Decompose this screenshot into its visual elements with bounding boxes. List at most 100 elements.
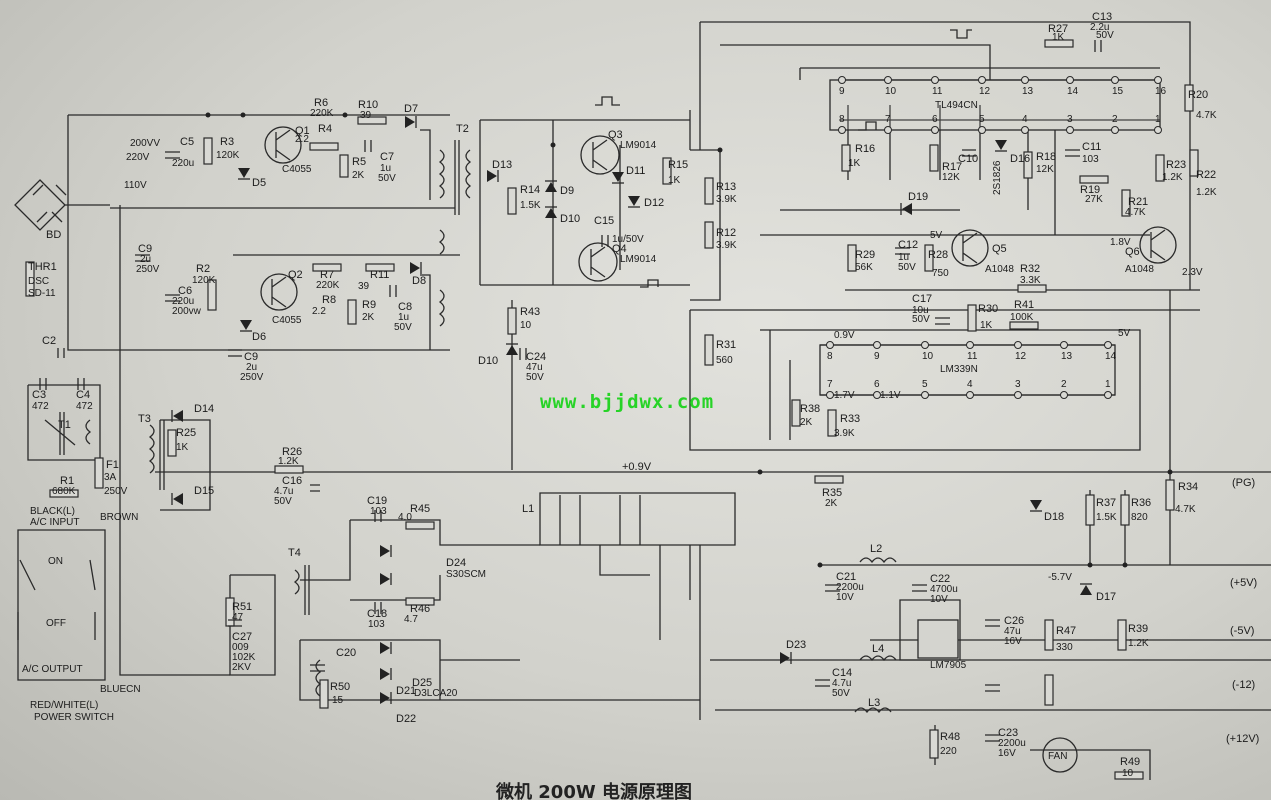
tl494-pin-label-8: 8 bbox=[839, 114, 845, 125]
q4-label: Q4 bbox=[612, 243, 627, 255]
lm339-pin-6 bbox=[873, 391, 881, 399]
fan-label: FAN bbox=[1048, 751, 1067, 762]
r25-value: 1K bbox=[176, 442, 189, 453]
d21-label: D21 bbox=[396, 685, 416, 697]
c7-label: C7 bbox=[380, 151, 394, 163]
lm339-pin-label-9: 9 bbox=[874, 351, 880, 362]
tl494-pin-15 bbox=[1111, 76, 1119, 84]
fuse-current: 3A bbox=[104, 472, 117, 483]
bd-label: BD bbox=[46, 229, 61, 241]
c11-label: C11 bbox=[1082, 141, 1101, 153]
lm339-pin-label-12: 12 bbox=[1015, 351, 1027, 362]
c12-label: C12 bbox=[898, 239, 918, 251]
q3-part: LM9014 bbox=[620, 140, 657, 151]
c19-value: 103 bbox=[370, 506, 387, 517]
resistor-bodies bbox=[25, 39, 1199, 780]
c13-value2: 50V bbox=[1096, 30, 1114, 41]
r4-value: 2.2 bbox=[295, 134, 309, 145]
c6-value2: 200vw bbox=[172, 306, 202, 317]
tl494-pin-label-13: 13 bbox=[1022, 86, 1034, 97]
fan-symbol bbox=[1042, 737, 1078, 773]
c20-label: C20 bbox=[336, 647, 356, 659]
c15-label: C15 bbox=[594, 215, 614, 227]
v-5v-q5: 5V bbox=[930, 230, 943, 241]
c16-label: C16 bbox=[282, 475, 302, 487]
r29-value: 56K bbox=[855, 262, 873, 273]
output-plus5v: (+5V) bbox=[1230, 577, 1257, 589]
v-1.1: 1.1V bbox=[880, 390, 901, 401]
c17-value1: 10u bbox=[912, 305, 929, 316]
r33-label: R33 bbox=[840, 413, 860, 425]
r6-label: R6 bbox=[314, 97, 328, 109]
t4-label: T4 bbox=[288, 547, 301, 559]
q5-label: Q5 bbox=[992, 243, 1007, 255]
c21-value2: 10V bbox=[836, 592, 854, 603]
lm339-pin-3 bbox=[1014, 391, 1022, 399]
tl494-pin-4 bbox=[1021, 126, 1029, 134]
tl494-pin-label-11: 11 bbox=[932, 86, 943, 97]
blue-wire-label: BLUECN bbox=[100, 684, 141, 695]
r23-label: R23 bbox=[1166, 159, 1186, 171]
c18-label: C18 bbox=[367, 608, 387, 620]
r4-label: R4 bbox=[318, 123, 332, 135]
r14-label: R14 bbox=[520, 184, 540, 196]
c27-value1: 009 bbox=[232, 642, 249, 653]
c9b-value2: 250V bbox=[240, 372, 264, 383]
r1-label: R1 bbox=[60, 475, 74, 487]
r12-value: 3.9K bbox=[716, 240, 737, 251]
switch-on-label: ON bbox=[48, 556, 63, 567]
c14-label: C14 bbox=[832, 667, 852, 679]
tl494-pin-label-16: 16 bbox=[1155, 86, 1167, 97]
tl494-pin-label-2: 2 bbox=[1112, 114, 1118, 125]
c9a-value2: 250V bbox=[136, 264, 160, 275]
r8-label: R8 bbox=[322, 294, 336, 306]
d16-part: 2S1826 bbox=[992, 160, 1003, 195]
lm339-pin-label-4: 4 bbox=[967, 379, 973, 390]
lm339-pin-label-10: 10 bbox=[922, 351, 934, 362]
r34-label: R34 bbox=[1178, 481, 1198, 493]
v-2.3: 2.3V bbox=[1182, 267, 1203, 278]
tl494-label: TL494CN bbox=[935, 100, 978, 111]
lm339-pin-13 bbox=[1060, 341, 1068, 349]
c22-label: C22 bbox=[930, 573, 950, 585]
tl494-pin-label-5: 5 bbox=[979, 114, 985, 125]
r10-label: R10 bbox=[358, 99, 378, 111]
r21-label: R21 bbox=[1128, 196, 1148, 208]
c12-value1: 1u bbox=[898, 252, 909, 263]
red-white-label: RED/WHITE(L) bbox=[30, 700, 98, 711]
l2-label: L2 bbox=[870, 543, 882, 555]
tl494-pin-label-15: 15 bbox=[1112, 86, 1124, 97]
r23-value: 1.2K bbox=[1162, 172, 1183, 183]
d24-part: S30SCM bbox=[446, 569, 486, 580]
r27-value: 1K bbox=[1052, 32, 1065, 43]
lm339-pin-label-2: 2 bbox=[1061, 379, 1067, 390]
r38-label: R38 bbox=[800, 403, 820, 415]
tl494-pin-label-14: 14 bbox=[1067, 86, 1079, 97]
c14-value2: 50V bbox=[832, 688, 850, 699]
tl494-pin-16 bbox=[1154, 76, 1162, 84]
d22-label: D22 bbox=[396, 713, 416, 725]
c3-value: 472 bbox=[32, 401, 49, 412]
r51-label: R51 bbox=[232, 601, 252, 613]
r31-value: 560 bbox=[716, 355, 733, 366]
wire-network bbox=[14, 21, 1271, 780]
tl494-pin-8 bbox=[838, 126, 846, 134]
t1-label: T1 bbox=[58, 419, 71, 431]
tl494-pin-label-6: 6 bbox=[932, 114, 938, 125]
lm339-pin-12 bbox=[1014, 341, 1022, 349]
r2-label: R2 bbox=[196, 263, 210, 275]
c26-value1: 47u bbox=[1004, 626, 1021, 637]
output-minus5v: (-5V) bbox=[1230, 625, 1254, 637]
r8-value: 2.2 bbox=[312, 306, 326, 317]
tl494-pin-2 bbox=[1111, 126, 1119, 134]
c16-value1: 4.7u bbox=[274, 486, 293, 497]
lm339-pin-9 bbox=[873, 341, 881, 349]
d7-label: D7 bbox=[404, 103, 418, 115]
v-1.7: 1.7V bbox=[834, 390, 855, 401]
r26-label: R26 bbox=[282, 446, 302, 458]
d12-label: D12 bbox=[644, 197, 664, 209]
r29-label: R29 bbox=[855, 249, 875, 261]
